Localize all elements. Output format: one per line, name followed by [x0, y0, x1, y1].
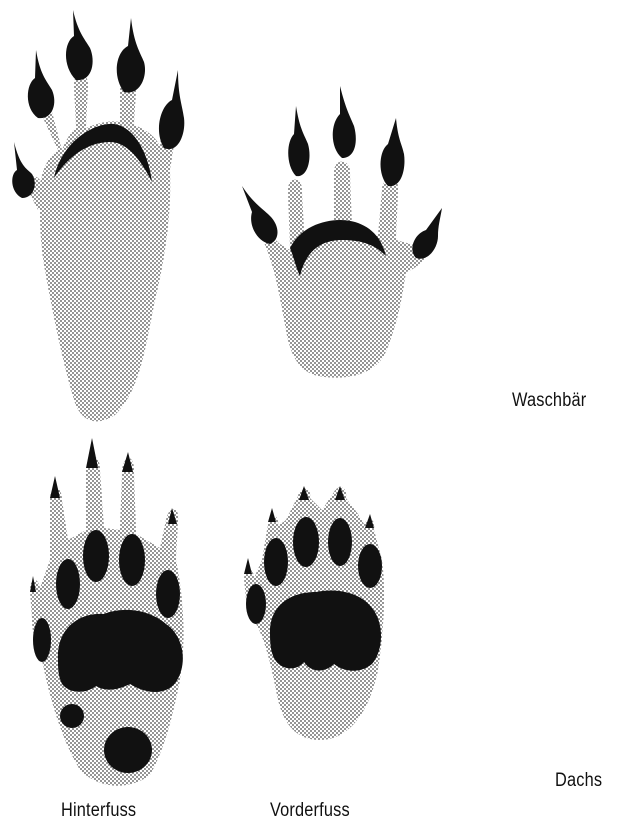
species-label-raccoon: Waschbär	[512, 390, 586, 412]
raccoon-fore-toe-3	[333, 86, 356, 158]
raccoon-hind-foot	[12, 10, 184, 421]
badger-hind-toe-pad-4	[119, 534, 145, 586]
badger-hind-heel-pad-small	[60, 704, 84, 728]
raccoon-fore-toe-5	[412, 208, 442, 259]
badger-fore-main-pad	[270, 591, 381, 671]
badger-hind-claw-2	[50, 476, 60, 498]
raccoon-fore-toe-1	[242, 186, 278, 244]
badger-fore-claw-1	[244, 558, 252, 574]
raccoon-fore-foot	[242, 86, 442, 378]
column-label-hind-foot: Hinterfuss	[61, 800, 136, 822]
raccoon-hind-toe-2	[28, 50, 54, 118]
badger-fore-foot	[244, 486, 384, 740]
raccoon-fore-sole	[255, 162, 435, 378]
badger-hind-foot	[30, 438, 183, 786]
badger-fore-toe-pad-2	[264, 538, 288, 586]
badger-fore-toe-pad-5	[358, 544, 382, 588]
column-label-fore-foot: Vorderfuss	[270, 800, 350, 822]
badger-hind-toe-pad-5	[156, 570, 180, 618]
raccoon-hind-toe-4	[117, 18, 145, 93]
raccoon-fore-toe-2	[288, 106, 309, 176]
badger-hind-toe-pad-3	[83, 530, 109, 582]
raccoon-hind-toe-5	[159, 70, 184, 149]
badger-fore-toe-pad-3	[293, 517, 319, 567]
badger-fore-toe-pad-4	[328, 518, 352, 566]
badger-hind-claw-3	[86, 438, 98, 468]
raccoon-fore-toe-4	[381, 118, 405, 186]
badger-hind-toe-pad-2	[56, 559, 80, 609]
species-label-badger: Dachs	[555, 770, 602, 792]
badger-fore-claw-2	[268, 508, 276, 522]
raccoon-hind-toe-1	[12, 142, 35, 198]
badger-hind-heel-pad-large	[104, 727, 152, 773]
badger-hind-toe-pad-1	[33, 618, 51, 662]
badger-fore-toe-pad-1	[246, 584, 266, 624]
raccoon-hind-toe-3	[66, 10, 93, 80]
